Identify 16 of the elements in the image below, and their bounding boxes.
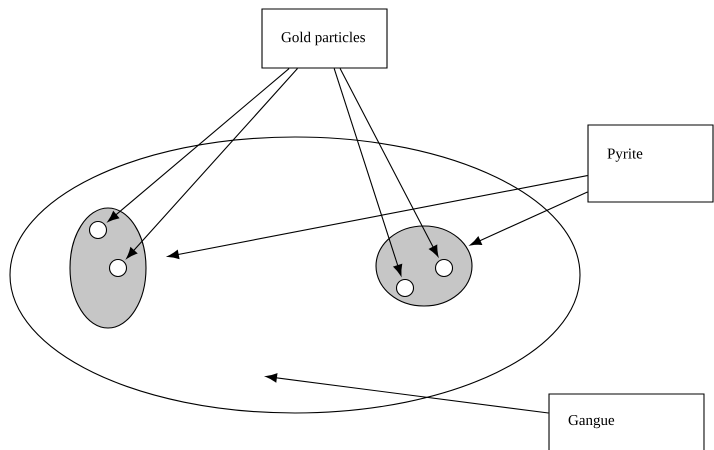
circle: [88, 220, 108, 240]
arrow: [168, 175, 588, 259]
label-box: Gangue: [548, 393, 705, 450]
arrow: [126, 68, 298, 259]
ellipse: [375, 225, 473, 307]
arrow: [334, 68, 402, 276]
arrow: [340, 68, 438, 257]
label-box: Pyrite: [587, 124, 714, 203]
circle: [396, 278, 414, 298]
label-box: Gold particles: [261, 8, 388, 69]
circle: [108, 258, 128, 278]
circle: [434, 258, 454, 278]
arrow: [266, 373, 549, 414]
arrow: [108, 68, 290, 222]
arrow: [470, 192, 588, 246]
ellipse: [69, 207, 147, 329]
